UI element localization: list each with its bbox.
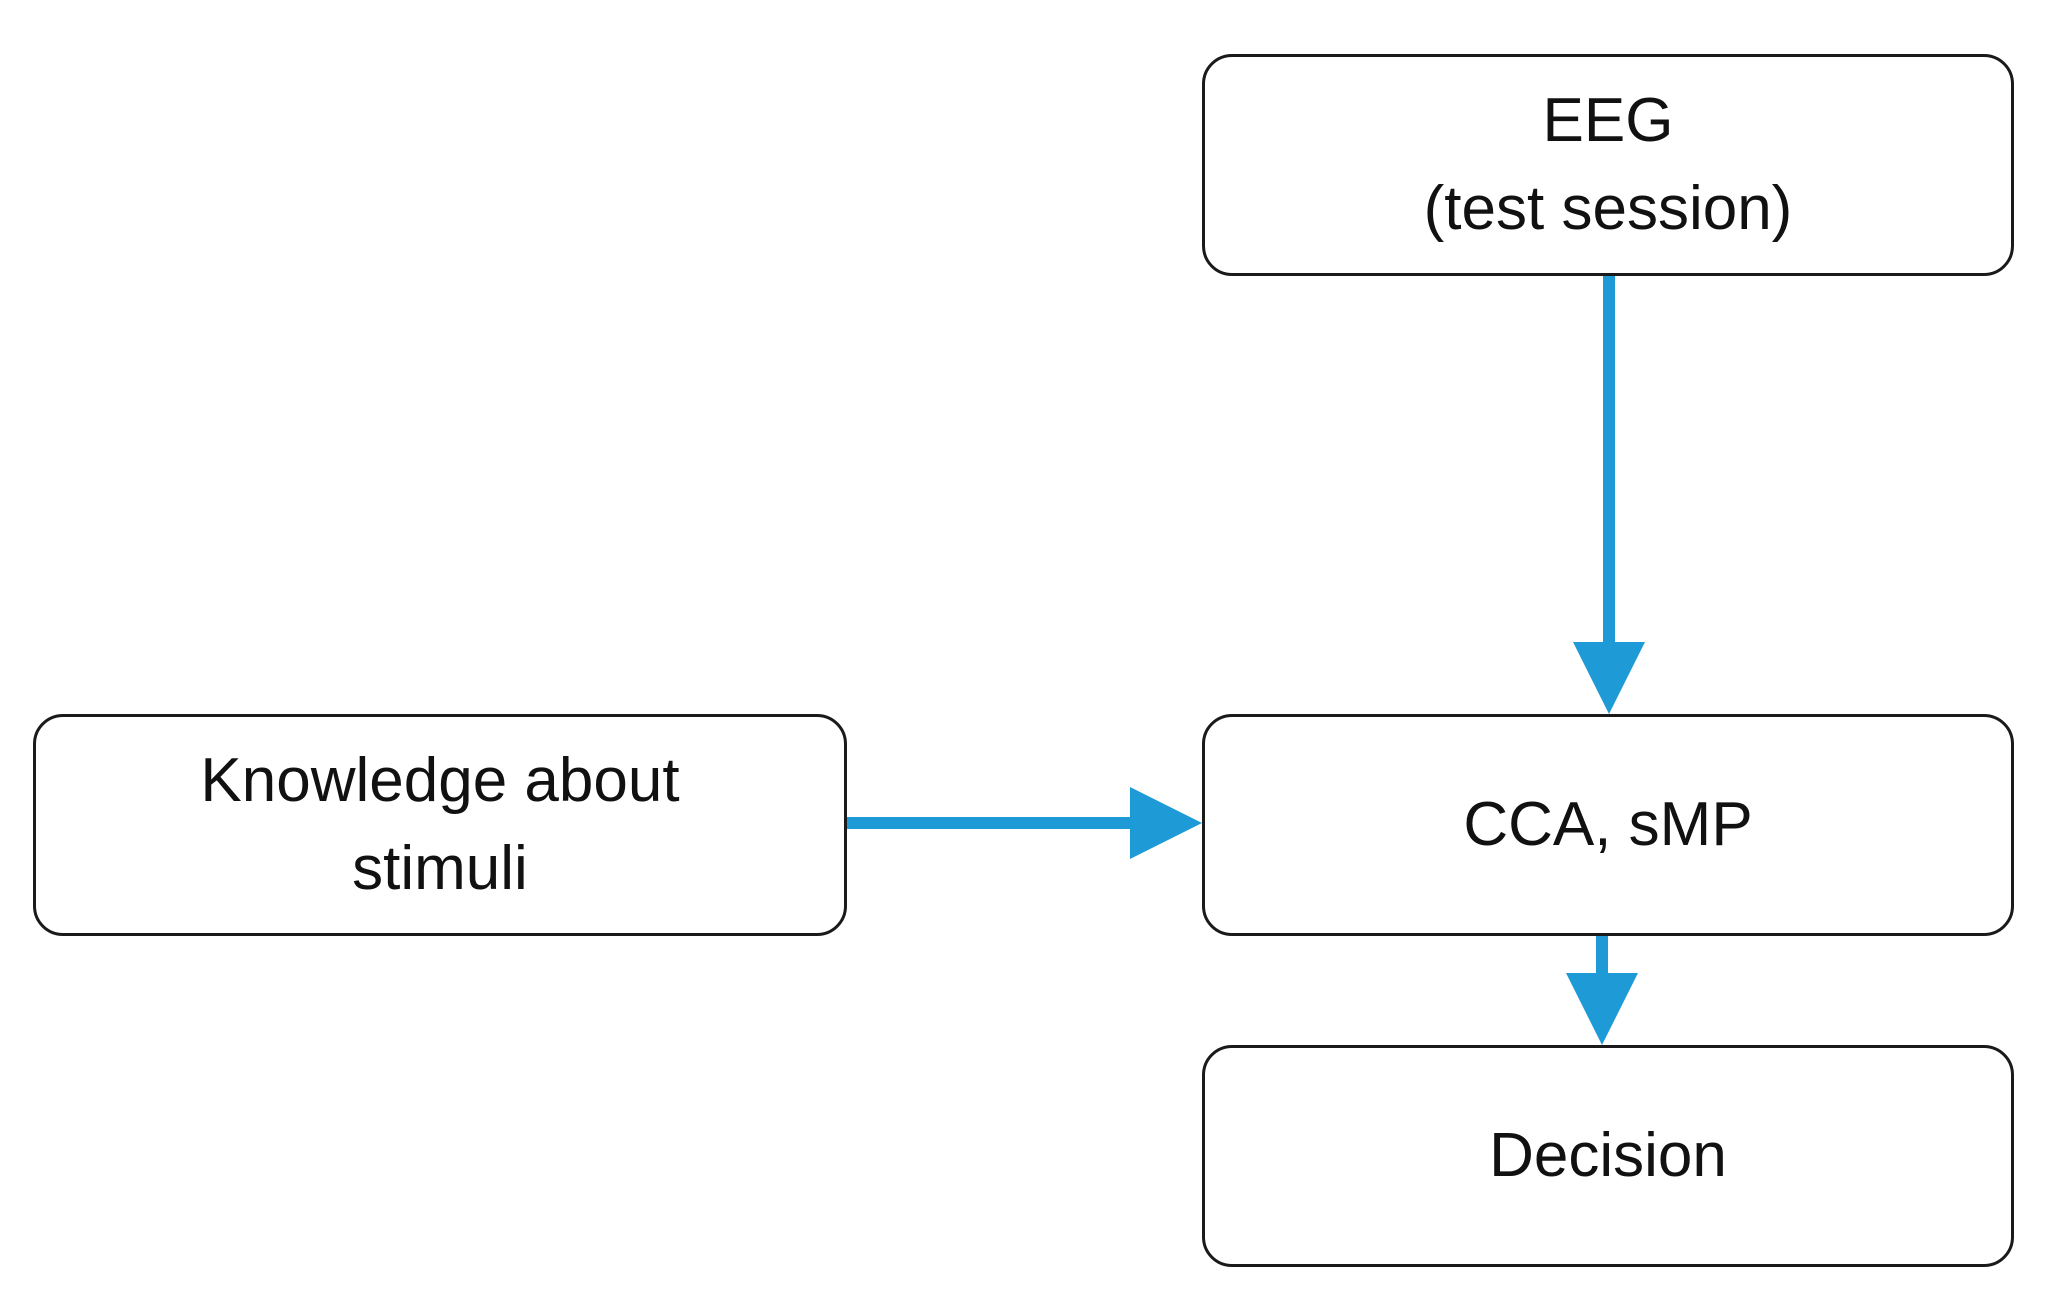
cca-smp-box: CCA, sMP (1202, 714, 2014, 936)
decision-box: Decision (1202, 1045, 2014, 1267)
decision-box-label: Decision (1489, 1121, 1727, 1190)
eeg-box-subtitle: (test session) (1423, 174, 1793, 243)
cca-box-label: CCA, sMP (1463, 790, 1753, 859)
knowledge-box-line2: stimuli (352, 834, 528, 903)
knowledge-box-line1: Knowledge about (200, 746, 680, 815)
eeg-test-session-box: EEG (test session) (1202, 54, 2014, 276)
knowledge-about-stimuli-box: Knowledge about stimuli (33, 714, 847, 936)
eeg-box-title: EEG (1542, 86, 1674, 155)
